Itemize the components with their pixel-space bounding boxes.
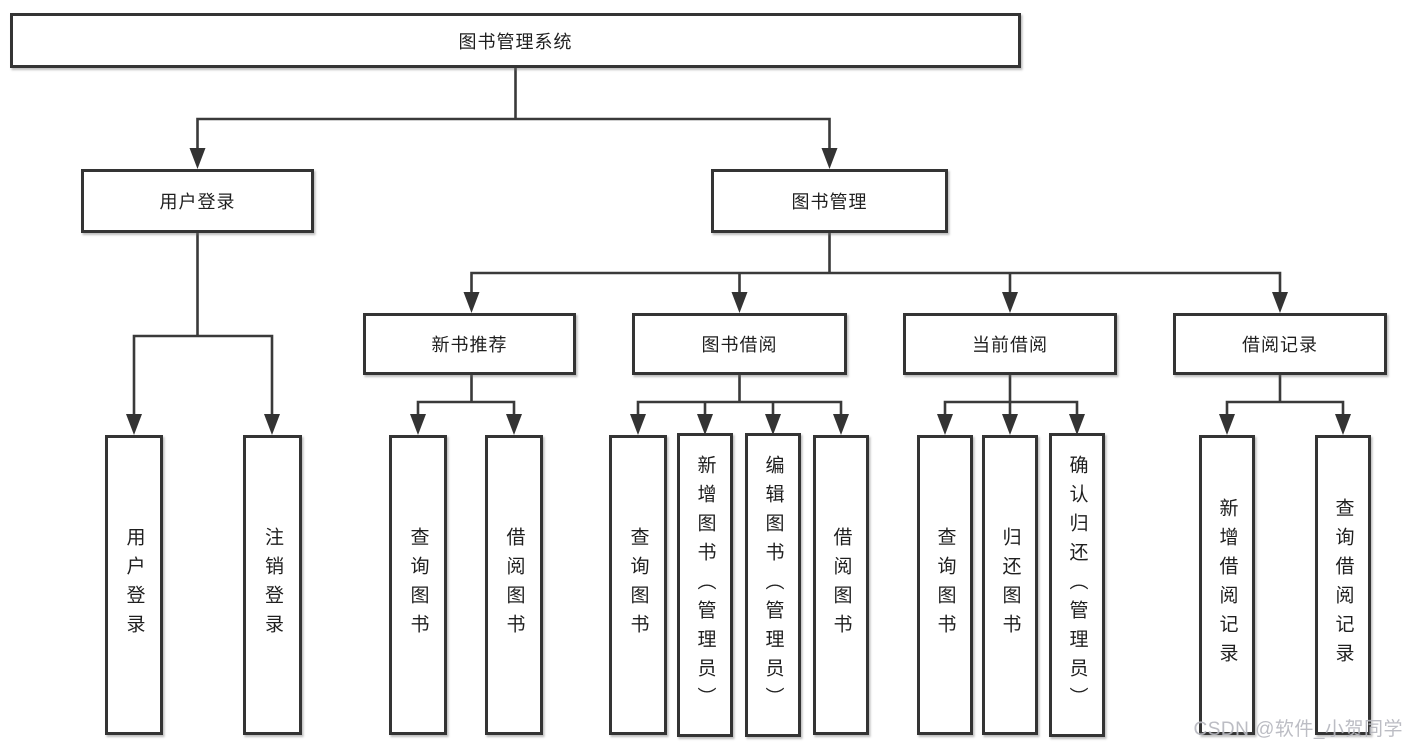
csdn-watermark: CSDN @软件_小贺同学 <box>1193 719 1403 740</box>
node-label: 新书推荐 <box>431 335 508 355</box>
node-borrowing-records: 借阅记录 <box>1173 313 1387 375</box>
node-label: 借阅图书 <box>830 527 852 643</box>
leaf-borrow-books-borrowing: 借阅图书 <box>813 435 869 735</box>
node-label: 确认归还（管理员） <box>1066 454 1088 716</box>
node-label: 查询图书 <box>934 527 956 643</box>
leaf-add-book-admin: 新增图书（管理员） <box>677 433 733 737</box>
node-label: 用户登录 <box>159 192 236 212</box>
node-label: 查询图书 <box>627 527 649 643</box>
leaf-borrow-books-recommend: 借阅图书 <box>485 435 543 735</box>
leaf-query-books-recommend: 查询图书 <box>389 435 447 735</box>
leaf-confirm-return-admin: 确认归还（管理员） <box>1049 433 1105 737</box>
leaf-query-books-borrowing: 查询图书 <box>609 435 667 735</box>
node-root-library-system: 图书管理系统 <box>10 13 1021 68</box>
node-label: 用户登录 <box>123 527 145 643</box>
node-new-book-recommend: 新书推荐 <box>363 313 576 375</box>
node-label: 借阅图书 <box>503 527 525 643</box>
node-label: 查询借阅记录 <box>1332 498 1354 672</box>
node-label: 查询图书 <box>407 527 429 643</box>
leaf-logout: 注销登录 <box>243 435 302 735</box>
node-label: 图书管理系统 <box>458 31 573 52</box>
leaf-query-books-current: 查询图书 <box>917 435 973 735</box>
leaf-query-borrow-record: 查询借阅记录 <box>1315 435 1371 735</box>
leaf-edit-book-admin: 编辑图书（管理员） <box>745 433 801 737</box>
leaf-user-login: 用户登录 <box>105 435 163 735</box>
node-label: 借阅记录 <box>1242 335 1318 355</box>
leaf-return-book: 归还图书 <box>982 435 1038 735</box>
node-book-management-branch: 图书管理 <box>711 169 948 233</box>
node-user-login-branch: 用户登录 <box>81 169 314 233</box>
node-book-borrowing: 图书借阅 <box>632 313 847 375</box>
node-label: 编辑图书（管理员） <box>762 454 784 716</box>
node-label: 注销登录 <box>262 527 283 643</box>
node-label: 新增图书（管理员） <box>694 454 716 716</box>
node-label: 归还图书 <box>999 527 1021 643</box>
node-label: 当前借阅 <box>972 335 1048 355</box>
leaf-add-borrow-record: 新增借阅记录 <box>1199 435 1255 735</box>
node-label: 新增借阅记录 <box>1216 498 1238 672</box>
node-label: 图书管理 <box>791 192 868 212</box>
node-label: 图书借阅 <box>701 335 778 355</box>
node-current-borrowing: 当前借阅 <box>903 313 1117 375</box>
